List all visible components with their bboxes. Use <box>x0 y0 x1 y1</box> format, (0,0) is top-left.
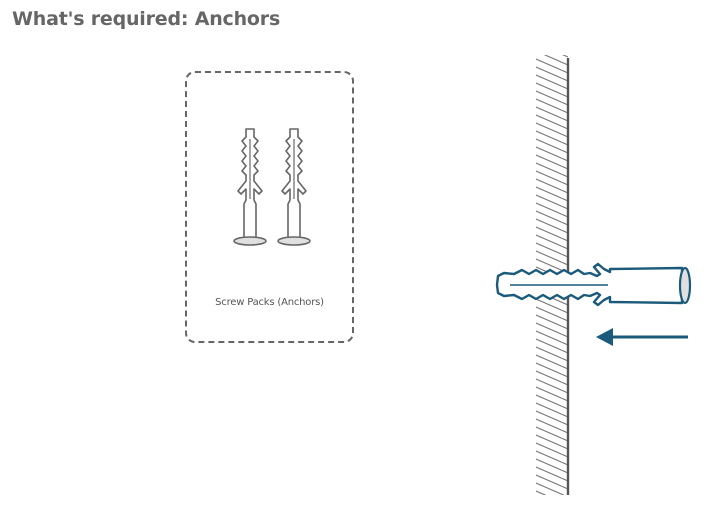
hatch-line <box>536 178 569 194</box>
hatch-line <box>536 386 569 402</box>
hatch-line <box>536 322 569 338</box>
hatch-line <box>536 458 569 474</box>
anchor-icon-left <box>233 128 267 246</box>
hatch-line <box>536 410 569 426</box>
hatch-line <box>536 314 569 330</box>
hatch-line <box>536 226 569 242</box>
hatch-line <box>536 298 569 314</box>
hatch-line <box>536 146 569 162</box>
hatch-line <box>536 194 569 210</box>
hatch-line <box>536 138 569 154</box>
hatch-line <box>536 154 569 170</box>
hatch-line <box>536 474 569 490</box>
wall-hatching <box>536 55 569 500</box>
hatch-line <box>536 162 569 178</box>
hatch-line <box>562 55 569 58</box>
hatch-line <box>536 434 569 450</box>
hatch-line <box>536 338 569 354</box>
hatch-line <box>536 186 569 202</box>
hatch-line <box>536 306 569 322</box>
hatch-line <box>536 234 569 250</box>
hatch-line <box>536 250 569 266</box>
hatch-line <box>536 490 547 495</box>
screw-pack-card: Screw Packs (Anchors) <box>185 71 354 343</box>
hatch-line <box>536 66 569 82</box>
hatch-line <box>536 426 569 442</box>
hatch-line <box>536 114 569 130</box>
hatch-line <box>536 499 568 500</box>
hatch-line <box>536 122 569 138</box>
hatch-line <box>536 402 569 418</box>
hatch-line <box>536 74 569 90</box>
hatch-line <box>536 450 569 466</box>
hatch-line <box>536 370 569 386</box>
anchor-icon-right <box>277 128 311 246</box>
hatch-line <box>536 362 569 378</box>
hatch-line <box>536 346 569 362</box>
page-title: What's required: Anchors <box>12 8 281 30</box>
hatch-line <box>536 202 569 218</box>
hatch-line <box>536 90 569 106</box>
arrow-left-icon <box>596 328 688 346</box>
hatch-line <box>536 82 569 98</box>
wall-insertion-diagram <box>495 55 692 500</box>
hatch-line <box>536 242 569 258</box>
hatch-line <box>536 330 569 346</box>
hatch-line <box>536 98 569 114</box>
hatch-line <box>536 378 569 394</box>
hatch-line <box>536 466 569 482</box>
hatch-line <box>536 442 569 458</box>
hatch-line <box>536 130 569 146</box>
hatch-line <box>536 418 569 434</box>
hatch-line <box>536 210 569 226</box>
hatch-line <box>536 106 569 122</box>
hatch-line <box>536 170 569 186</box>
hatch-line <box>536 394 569 410</box>
hatch-line <box>536 354 569 370</box>
hatch-line <box>543 55 569 66</box>
card-caption: Screw Packs (Anchors) <box>215 297 324 308</box>
anchor-in-wall-icon <box>495 262 692 307</box>
hatch-line <box>536 482 565 495</box>
hatch-line <box>536 218 569 234</box>
hatch-line <box>536 58 569 74</box>
